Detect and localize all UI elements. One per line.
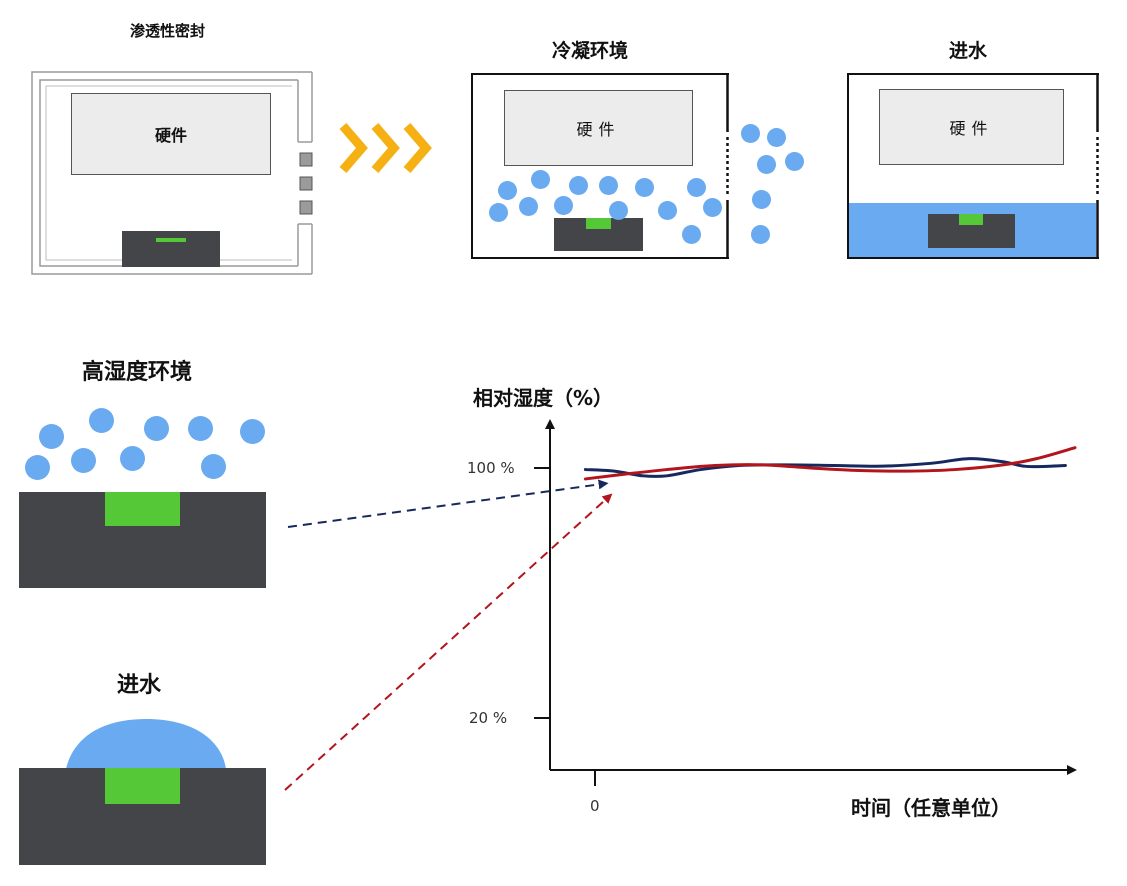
droplet [752, 190, 771, 209]
droplet [635, 178, 654, 197]
droplet [25, 455, 50, 480]
x-tick-label-0: 0 [590, 797, 600, 815]
droplet [489, 203, 508, 222]
annotation-arrow-humid-example [287, 479, 609, 528]
droplet [201, 454, 226, 479]
droplet [741, 124, 760, 143]
vent-pad [299, 176, 313, 191]
droplet [519, 197, 538, 216]
condense-hardware-label: 硬件 [576, 120, 621, 139]
droplet [785, 152, 804, 171]
water-panel-title: 进水 [949, 40, 988, 62]
water-hardware: 硬件 [879, 89, 1064, 165]
water-example-window [105, 768, 180, 804]
droplet [658, 201, 677, 220]
vent-pad [299, 152, 313, 167]
droplet [144, 416, 169, 441]
droplet [682, 225, 701, 244]
series-line-1 [583, 457, 1067, 478]
droplet [609, 201, 628, 220]
seal-sensor-chip [122, 231, 220, 267]
annotation-arrow-water-example [284, 493, 613, 791]
droplet [757, 155, 776, 174]
droplet [240, 419, 265, 444]
droplet [89, 408, 114, 433]
droplet [767, 128, 786, 147]
seal-sensor-window [156, 238, 186, 242]
series-line-2 [583, 446, 1077, 481]
droplet [703, 198, 722, 217]
water-sensor-window [959, 214, 983, 225]
droplet [554, 196, 573, 215]
humid-example-title: 高湿度环境 [82, 360, 193, 385]
droplet [39, 424, 64, 449]
droplet [599, 176, 618, 195]
condense-sensor-window [586, 218, 611, 229]
droplet [188, 416, 213, 441]
droplet [569, 176, 588, 195]
y-tick-label-20: 20 % [469, 709, 508, 727]
seal-panel-title: 渗透性密封 [130, 22, 206, 40]
condense-panel-title: 冷凝环境 [552, 40, 629, 62]
chevron-icon [339, 123, 368, 173]
droplet [751, 225, 770, 244]
droplet [687, 178, 706, 197]
chevron-icon [403, 123, 432, 173]
droplet [498, 181, 517, 200]
droplet [531, 170, 550, 189]
water-hardware-label: 硬件 [949, 119, 994, 138]
humid-sensor-window [105, 492, 180, 526]
water-example-title: 进水 [117, 673, 162, 698]
seal-hardware: 硬件 [71, 93, 271, 175]
chart-x-axis-title: 时间（任意单位） [851, 796, 1011, 820]
droplet [120, 446, 145, 471]
chart-y-axis-title: 相对湿度（%） [473, 386, 614, 410]
seal-hardware-label: 硬件 [154, 126, 187, 145]
chevron-icon [371, 123, 400, 173]
vent-pad [299, 200, 313, 215]
droplet [71, 448, 96, 473]
y-tick-label-100: 100 % [467, 459, 515, 477]
condense-hardware: 硬件 [504, 90, 693, 166]
